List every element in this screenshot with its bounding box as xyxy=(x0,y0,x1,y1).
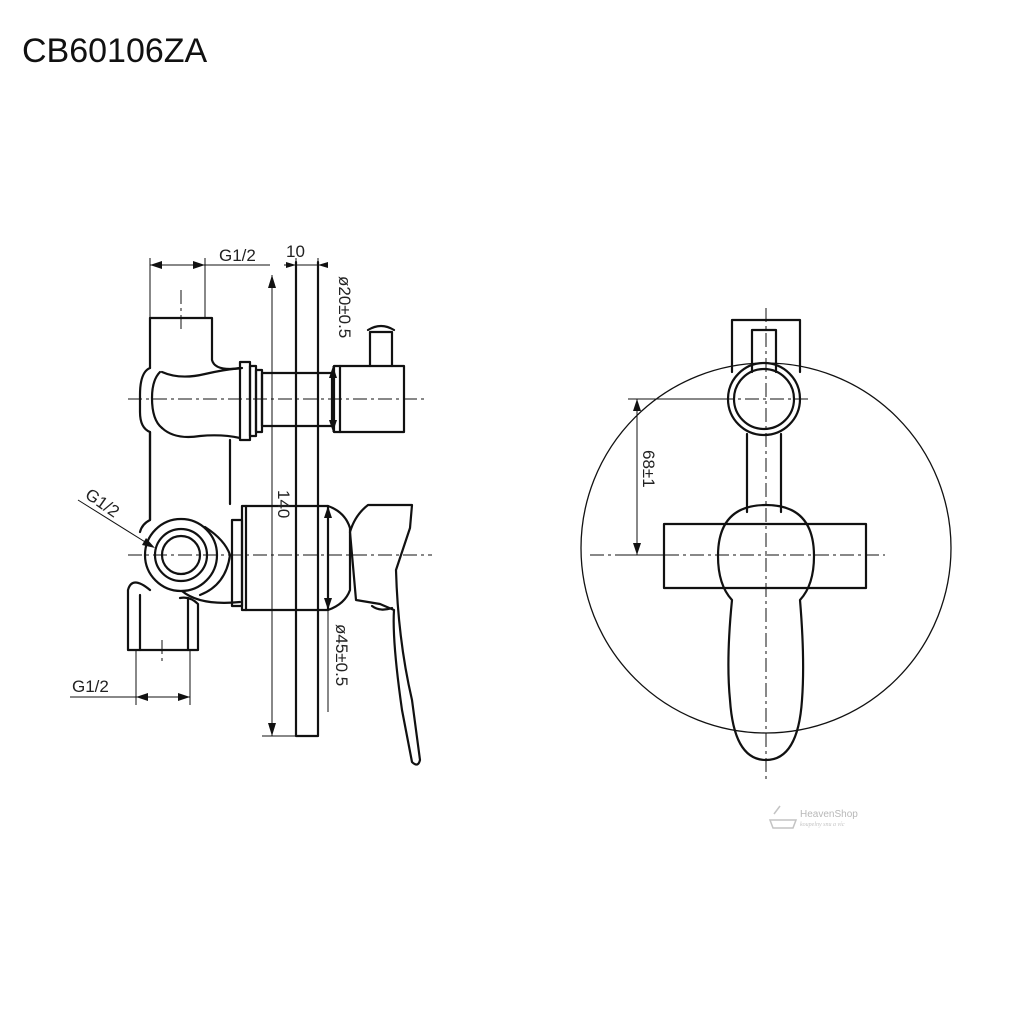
dim-top-thread: G1/2 xyxy=(219,246,256,265)
bathtub-icon xyxy=(768,805,798,829)
dim-total-height: 140 xyxy=(274,490,293,518)
watermark-brand: HeavenShop xyxy=(800,809,858,820)
dim-body-diameter: ø45±0.5 xyxy=(332,624,351,686)
side-view: G1/2 10 140 ø20±0.5 ø45±0.5 G1/2 xyxy=(70,242,432,766)
front-view: 68±1 xyxy=(580,308,952,780)
dim-bottom-thread: G1/2 xyxy=(72,677,109,696)
dim-diverter-diameter: ø20±0.5 xyxy=(335,276,354,338)
dim-center-distance: 68±1 xyxy=(639,450,658,488)
product-code: CB60106ZA xyxy=(22,32,208,70)
dim-side-thread: G1/2 xyxy=(82,485,123,522)
watermark: HeavenShop koupelny snu a víc xyxy=(768,805,858,829)
dim-top-gap: 10 xyxy=(286,242,305,261)
watermark-tagline: koupelny snu a víc xyxy=(800,822,845,828)
